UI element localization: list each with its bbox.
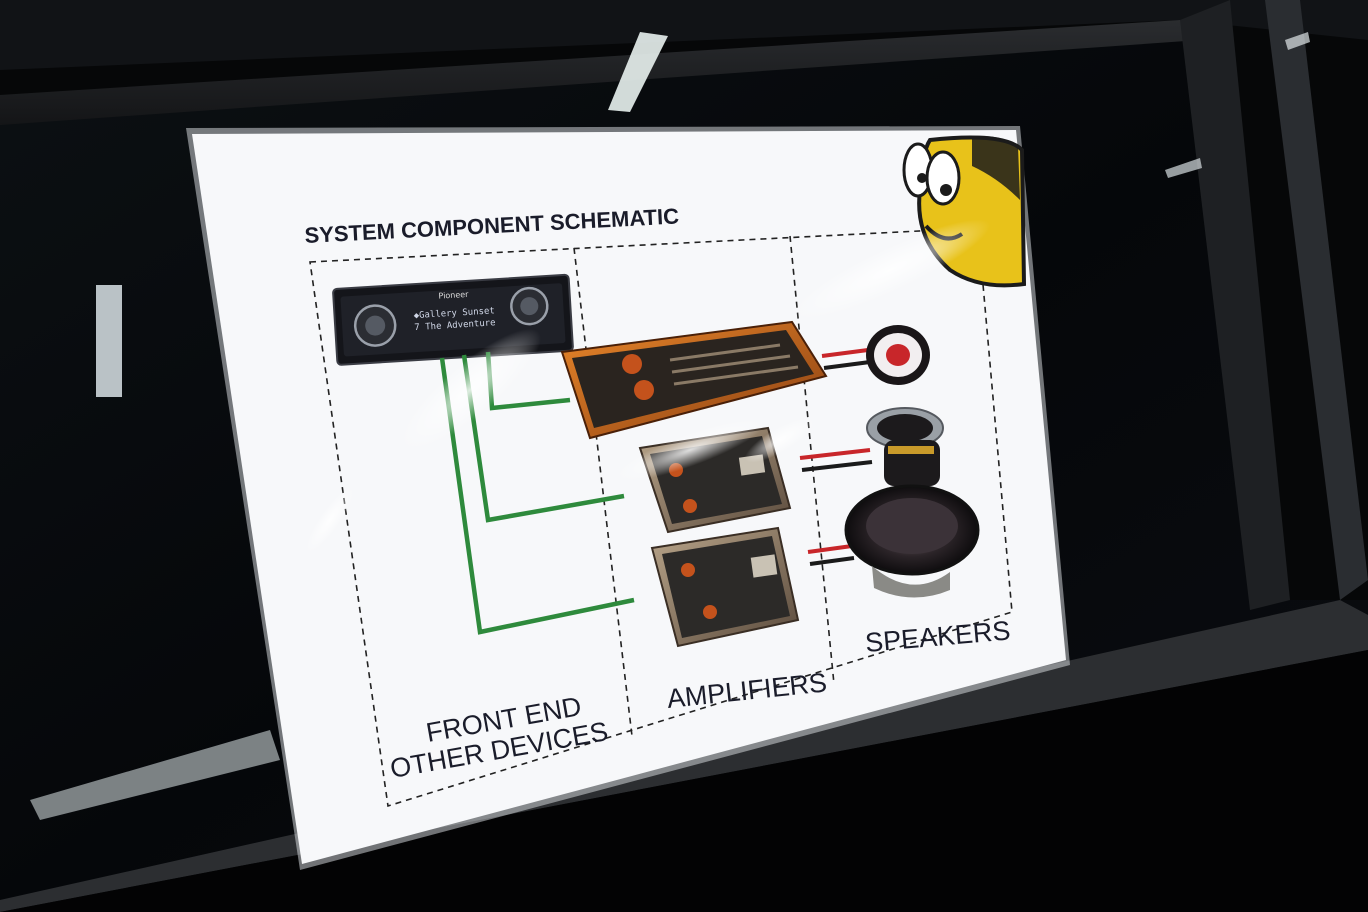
light-reflection (1165, 158, 1202, 178)
speaker-image (844, 484, 980, 598)
light-reflection (96, 285, 122, 397)
column-dividers (309, 227, 1013, 808)
light-reflection (30, 730, 280, 820)
door-pillar (1180, 0, 1290, 610)
head-unit-display-line1: ◆Gallery Sunset (413, 306, 495, 321)
speaker-wires (799, 348, 873, 566)
amplifier-image (560, 320, 828, 440)
laminate-glare (305, 219, 991, 554)
amplifier-image (650, 526, 800, 648)
speaker-image (866, 325, 930, 385)
roof-frame (0, 0, 1368, 70)
window-frame-top (0, 20, 1200, 125)
head-unit-brand: Pioneer (438, 290, 469, 301)
rear-pillar (1265, 0, 1368, 600)
light-reflection (608, 32, 668, 112)
head-unit-display-line2: 7 The Adventure (414, 318, 496, 333)
light-reflection (1285, 32, 1310, 50)
speaker-image (866, 407, 944, 486)
